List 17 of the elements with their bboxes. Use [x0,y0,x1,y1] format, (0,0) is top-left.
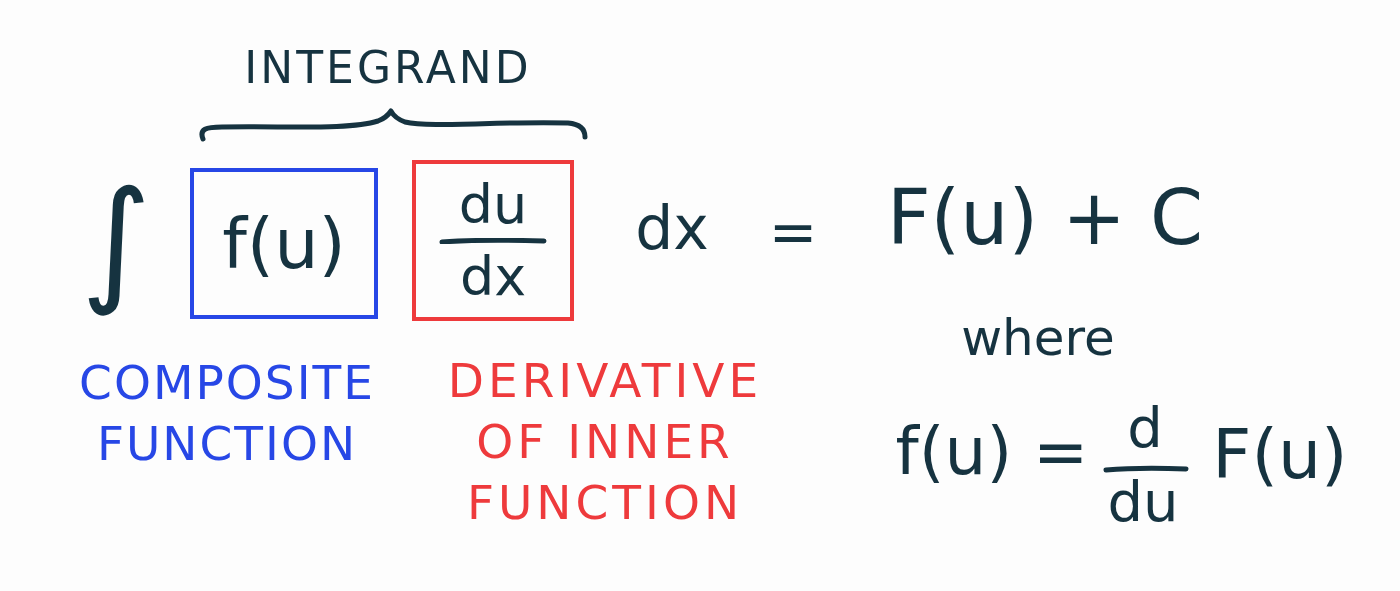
caption-text: COMPOSITE FUNCTION [78,354,376,474]
integral-sign: ∫ [79,160,153,321]
numerator-text: d [1127,400,1163,456]
formula-text: f(u) [222,208,346,279]
equation-text: f(u) = [895,419,1089,485]
result-expression: F(u) + C [886,180,1204,256]
brace-label: INTEGRAND [244,46,532,90]
equals-sign: = [768,203,818,261]
composite-function-frame [190,168,378,319]
denominator-text: du [1107,474,1179,530]
denominator-text: dx [459,249,527,304]
function-text: F(u) [1212,421,1348,489]
connector-word: where [961,313,1115,363]
caption-text: DERIVATIVE OF INNER FUNCTION [446,352,764,533]
differential-text: dx [635,198,709,258]
derivative-frame [412,160,574,321]
numerator-text: du [458,177,528,232]
